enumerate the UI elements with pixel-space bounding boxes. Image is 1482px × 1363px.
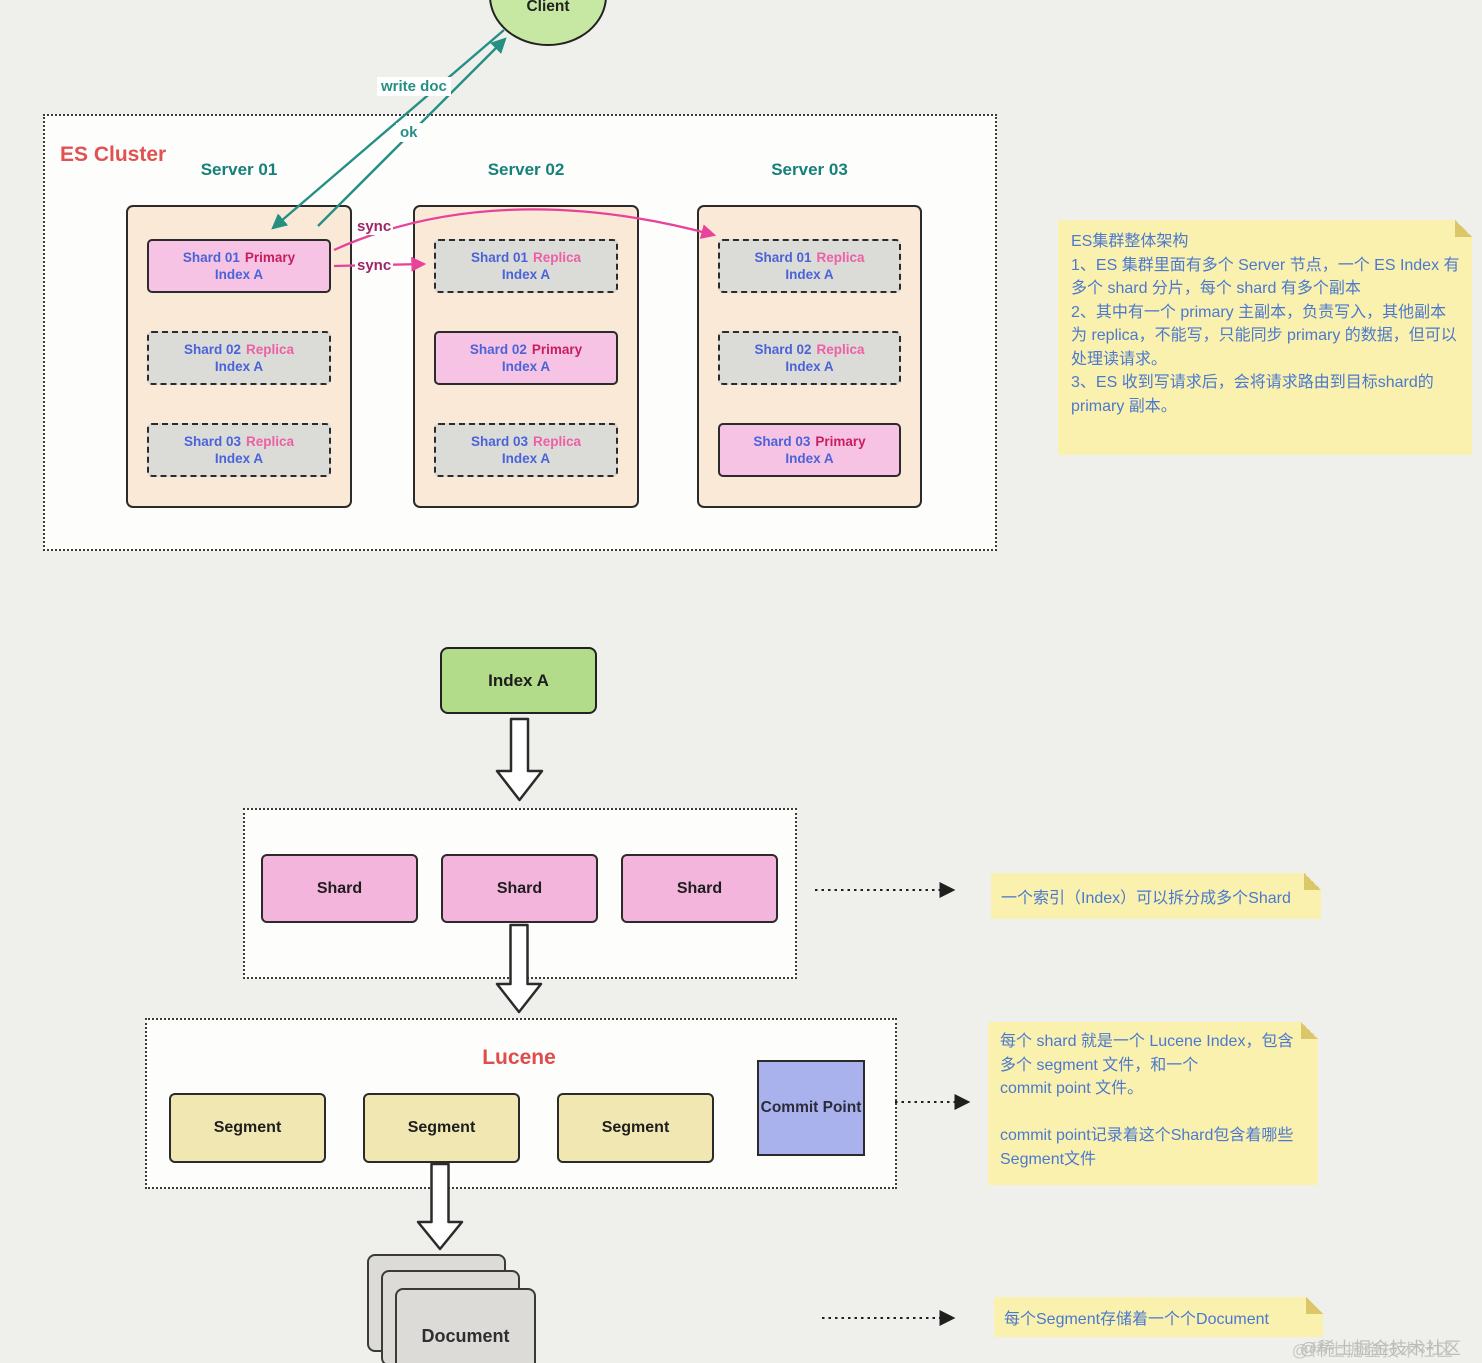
- lucene-title: Lucene: [482, 1046, 556, 1069]
- watermark: @稀土掘金技术社区: [1299, 1339, 1462, 1358]
- segment-node-2: Segment: [363, 1093, 520, 1163]
- note-segment-document: 每个Segment存储着一个个Document: [994, 1297, 1323, 1337]
- segment-node-1: Segment: [169, 1093, 326, 1163]
- note-lucene-index: 每个 shard 就是一个 Lucene Index，包含 多个 segment…: [988, 1022, 1318, 1185]
- client-label: Client: [526, 0, 570, 15]
- note-cluster-architecture: ES集群整体架构 1、ES 集群里面有多个 Server 节点，一个 ES In…: [1058, 220, 1472, 455]
- note-index-shard: 一个索引（Index）可以拆分成多个Shard: [991, 873, 1321, 919]
- shard-node-3: Shard: [621, 854, 778, 923]
- commit-point-node: Commit Point: [757, 1060, 865, 1156]
- segment-node-3: Segment: [557, 1093, 714, 1163]
- write-doc-label: write doc: [377, 77, 451, 96]
- shard-node-1: Shard: [261, 854, 418, 923]
- ok-label: ok: [396, 123, 422, 142]
- document-label: Document: [421, 1326, 510, 1346]
- index-to-shards-arrow: [495, 717, 544, 802]
- sync-label-bottom: sync: [355, 257, 394, 274]
- es-cluster-title: ES Cluster: [60, 143, 167, 166]
- sync-label-top: sync: [355, 218, 394, 235]
- server-02-label: Server 02: [487, 160, 565, 179]
- server-01-label: Server 01: [200, 160, 278, 179]
- shard-node-2: Shard: [441, 854, 598, 923]
- client-node: Client: [489, 0, 607, 46]
- index-a-node: Index A: [440, 647, 597, 714]
- server-03-label: Server 03: [771, 160, 848, 179]
- document-card-front: Document: [395, 1288, 536, 1363]
